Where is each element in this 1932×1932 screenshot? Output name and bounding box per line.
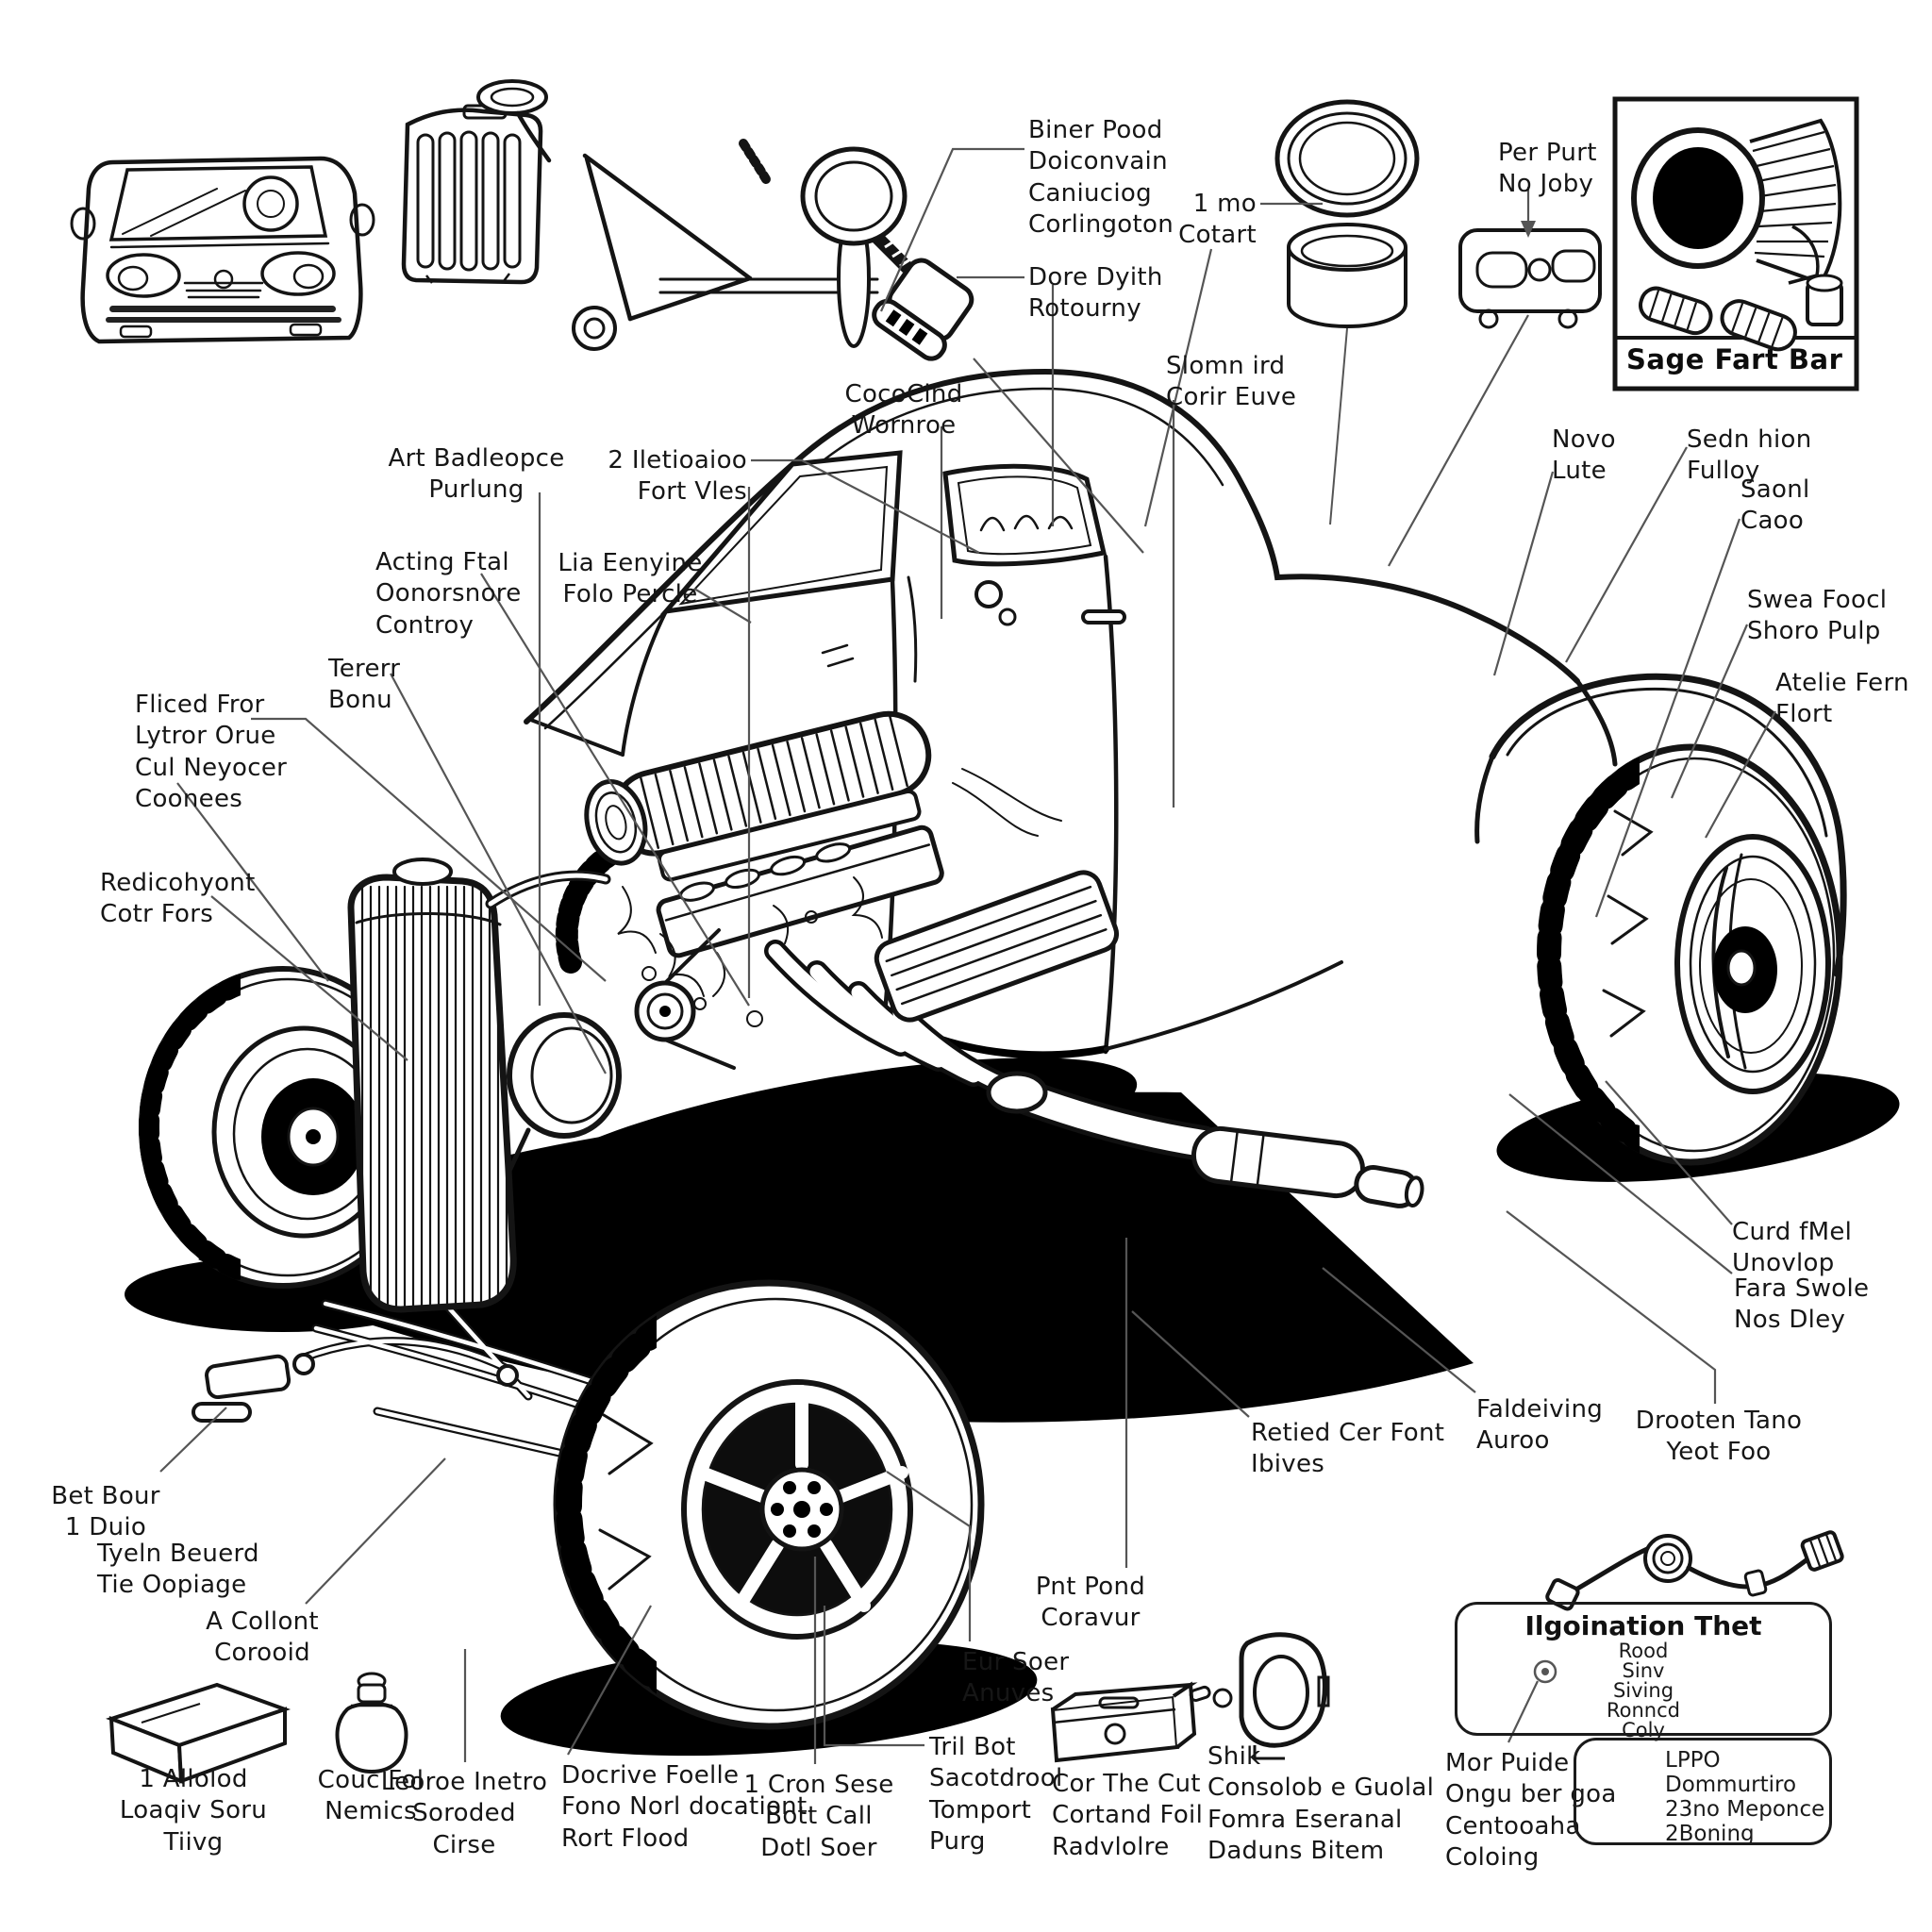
hot-rod-illustration bbox=[139, 368, 1847, 1730]
part-label-drooten-tano: Drooten Tano Yeot Foo bbox=[1635, 1407, 1803, 1467]
rear-wheel bbox=[1474, 673, 1847, 1166]
part-label-retied-cer: Retied Cer Font Ibives bbox=[1251, 1419, 1445, 1479]
part-label-a-collont: A Collont Corooid bbox=[206, 1607, 319, 1668]
part-label-atelie-fern: Atelie Fern Flort bbox=[1775, 669, 1909, 729]
part-label-one-allolod: 1 Allolod Loaqiv Soru Tiivg bbox=[119, 1765, 268, 1857]
part-label-swea-foocl: Swea Foocl Shoro Pulp bbox=[1747, 586, 1888, 646]
part-label-acting-ftal: Acting Ftal Oonorsnore Controy bbox=[375, 548, 522, 640]
part-label-tyeln-beuerd: Tyeln Beuerd Tie Oopiage bbox=[97, 1540, 259, 1600]
part-label-lia-eenyine: Lia Eenyine Folo Percle bbox=[558, 549, 703, 609]
radiator-core-part bbox=[401, 104, 543, 285]
car-front-view bbox=[70, 156, 375, 344]
inset-caption: Sage Fart Bar bbox=[1626, 343, 1843, 375]
radiator-grille-shell bbox=[347, 858, 611, 1313]
front-wheel bbox=[553, 1279, 985, 1730]
part-label-mor-puide: Mor Puide Ongu ber goa Centooaha Coloing bbox=[1445, 1749, 1617, 1872]
part-label-fara-swole: Fara Swole Nos Dley bbox=[1734, 1274, 1870, 1335]
bottle-part bbox=[335, 1672, 408, 1774]
part-label-faldeiving: Faldeiving Auroo bbox=[1476, 1395, 1604, 1456]
box-line: Dommurtiro bbox=[1665, 1773, 1797, 1797]
part-label-fliced-fror: Fliced Fror Lytror Orue Cul Neyocer Coon… bbox=[135, 691, 288, 813]
valve-cover bbox=[874, 870, 1120, 1023]
hose-part bbox=[1545, 1530, 1844, 1611]
leader-lines bbox=[159, 147, 1776, 1764]
box-line: Rood bbox=[1618, 1640, 1669, 1662]
part-label-leoroe: Leoroe Inetro Soroded Cirse bbox=[380, 1768, 548, 1859]
box-line: LPPO bbox=[1665, 1748, 1721, 1773]
info-box-title: Ilgoination Thet bbox=[1524, 1610, 1762, 1641]
inset-detail-box bbox=[1612, 96, 1859, 391]
supercharger-plenum bbox=[584, 710, 932, 882]
arrowhead-icon bbox=[1521, 221, 1536, 238]
gasket-box-part bbox=[106, 1682, 291, 1785]
box-line: Coly bbox=[1622, 1719, 1665, 1741]
part-label-per-purt: Per Purt No Joby bbox=[1498, 139, 1597, 199]
part-label-sedn-hion: Sedn hion Fulloy bbox=[1687, 425, 1812, 486]
part-label-dore-dyith: Dore Dyith Rotourny bbox=[1028, 263, 1163, 324]
part-label-redicohyont: Redicohyont Cotr Fors bbox=[100, 869, 256, 929]
part-label-iletioaioo: 2 Iletioaioo Fort Vles bbox=[608, 446, 747, 507]
part-label-crceclnd: CocoClnd Wornroe bbox=[844, 380, 963, 441]
part-label-one-cron: 1 Cron Sese Bott Call Dotl Soer bbox=[743, 1771, 894, 1862]
part-label-couc-fol: Couc Fol Nemics bbox=[317, 1766, 425, 1826]
part-label-tererr-bonu: Tererr Bonu bbox=[328, 655, 401, 715]
part-label-imo-cotart: 1 mo Cotart bbox=[1178, 190, 1257, 250]
part-label-eur-soer: Eur Soer Anuves bbox=[962, 1648, 1070, 1708]
toolbox-part bbox=[1050, 1681, 1198, 1763]
part-label-cor-the-cut: Cor The Cut Cortand Foil Radvlolre bbox=[1052, 1770, 1204, 1861]
box-line: 2Boning bbox=[1665, 1822, 1755, 1846]
part-label-curd-fmel: Curd fMel Unovlop bbox=[1732, 1218, 1853, 1278]
part-label-saonl-caoo: Saonl Caoo bbox=[1740, 475, 1810, 536]
box-line: Ronncd bbox=[1607, 1699, 1680, 1722]
part-label-docrive: Docrive Foelle Fono Norl docationt Rort … bbox=[561, 1761, 808, 1853]
part-label-bet-bour: Bet Bour 1 Duio bbox=[51, 1482, 160, 1542]
part-label-noro-lute: Novo Lute bbox=[1552, 425, 1616, 486]
air-cleaner-part bbox=[1274, 99, 1420, 525]
engine-assembly bbox=[555, 710, 1120, 1114]
part-label-slomn-ird: Slomn ird Corir Euve bbox=[1166, 352, 1297, 412]
part-label-art-badleopce: Art Badleopce Purlung bbox=[388, 444, 565, 505]
box-line: Sinv bbox=[1622, 1659, 1665, 1682]
switch-box-part bbox=[1458, 228, 1602, 329]
part-label-tril-bot: Tril Bot Sacotdrool Tomport Purg bbox=[929, 1733, 1063, 1856]
part-label-shik: Shik Consolob e Guolal Fomra Eseranal Da… bbox=[1208, 1742, 1435, 1865]
seal-ring-part bbox=[1189, 1632, 1330, 1760]
part-label-pnt-pond: Pnt Pond Coravur bbox=[1035, 1573, 1146, 1633]
shock-absorber-part bbox=[800, 146, 974, 361]
part-label-binor-pood: Biner Pood Doiconvain Caniuciog Corlingo… bbox=[1028, 116, 1174, 239]
box-line: Siving bbox=[1612, 1679, 1674, 1702]
box-line: 23no Meponce bbox=[1665, 1797, 1825, 1822]
